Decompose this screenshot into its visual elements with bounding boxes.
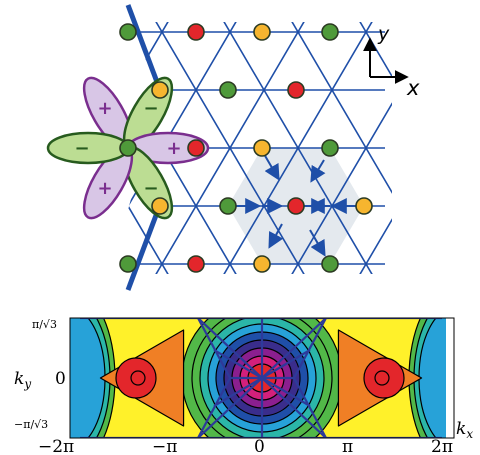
edge-boundary-lower <box>125 209 161 291</box>
site-red <box>287 81 305 99</box>
orbital-sign-minus: − <box>74 138 89 159</box>
site-green <box>119 139 137 157</box>
flow-arrow <box>309 229 326 257</box>
site-yellow <box>253 23 271 41</box>
lattice-panel: +−+−+− y x <box>0 0 480 322</box>
axes-indicator: y x <box>363 23 420 100</box>
y-axis-label: y <box>377 23 390 45</box>
bond-diagonal <box>400 0 480 322</box>
y-tick-zero-label: 0 <box>55 369 66 389</box>
edge-boundary-upper <box>125 4 163 91</box>
site-yellow <box>151 81 169 99</box>
x-tick-neg2pi: −2π <box>38 437 74 455</box>
site-green <box>119 23 137 41</box>
x-tick-zero: 0 <box>254 437 265 455</box>
bond-diagonal <box>195 22 392 274</box>
y-axis-name: ky <box>14 369 31 391</box>
bond-diagonal <box>468 0 480 322</box>
site-yellow <box>253 255 271 273</box>
site-red <box>187 255 205 273</box>
bond-diagonal <box>331 22 392 274</box>
site-green <box>321 23 339 41</box>
x-tick-2pi: 2π <box>431 437 453 455</box>
lattice-sites <box>119 23 373 273</box>
site-red <box>187 139 205 157</box>
contour-peak <box>115 357 157 399</box>
flow-arrow <box>310 159 326 183</box>
bz-line <box>213 349 311 407</box>
brillouin-zone-lines <box>80 318 446 438</box>
y-tick-top-label: π/√3 <box>32 318 57 331</box>
y-tick-bottom-label: −π/√3 <box>14 418 48 431</box>
site-red <box>287 197 305 215</box>
flow-arrow <box>263 153 280 181</box>
bond-diagonal <box>400 0 480 322</box>
site-green <box>219 197 237 215</box>
plot-frame <box>69 317 455 439</box>
orbital-flower: +−+−+− <box>46 76 210 220</box>
bond-diagonal <box>0 0 60 322</box>
x-axis-label: x <box>406 76 420 100</box>
bond-diagonal <box>128 22 197 274</box>
site-yellow <box>253 139 271 157</box>
x-tick-pi: π <box>342 437 353 455</box>
x-tick-negpi: −π <box>152 437 177 455</box>
orbital-sign-minus: − <box>143 178 158 199</box>
site-green <box>321 139 339 157</box>
orbital-sign-plus: + <box>97 98 112 119</box>
site-green <box>119 255 137 273</box>
contour-panel: π/√3 −π/√3 0 ky −2π −π 0 π 2π kx <box>14 317 473 455</box>
bond-diagonal <box>263 22 392 274</box>
bond-diagonal <box>128 22 333 274</box>
x-axis-name: kx <box>456 419 473 441</box>
site-yellow <box>151 197 169 215</box>
bond-diagonal <box>0 0 60 322</box>
contour-peak-inner <box>130 370 146 386</box>
bond-diagonal <box>468 0 480 322</box>
site-green <box>321 255 339 273</box>
orbital-sign-minus: − <box>143 98 158 119</box>
contour-peak-inner <box>374 370 390 386</box>
site-green <box>219 81 237 99</box>
contour-peak <box>363 357 405 399</box>
bond-diagonal <box>331 22 392 274</box>
site-yellow <box>355 197 373 215</box>
site-red <box>187 23 205 41</box>
y-tick-top: π/√3 <box>32 318 57 331</box>
orbital-sign-plus: + <box>97 178 112 199</box>
flow-arrow <box>268 223 284 249</box>
orbital-sign-plus: + <box>166 138 181 159</box>
